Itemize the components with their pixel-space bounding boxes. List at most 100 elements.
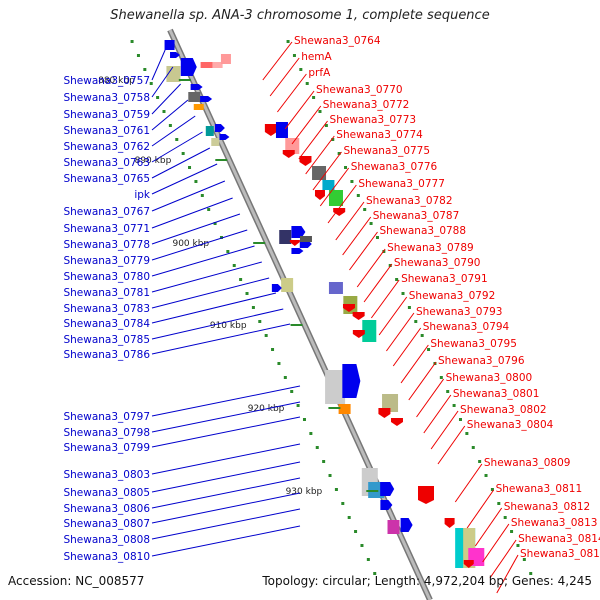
- right-gene-label: Shewana3_0804: [467, 419, 554, 431]
- gene-box-16: [275, 122, 288, 138]
- tick-dot: [354, 530, 358, 533]
- gene-box-2: [166, 66, 181, 82]
- gene-box-49: [387, 520, 400, 534]
- left-leader-line: [151, 525, 301, 557]
- right-gene-label: Shewana3_0773: [330, 114, 417, 126]
- right-leader-line: [378, 296, 408, 336]
- tick-dot: [175, 138, 179, 141]
- tick-dot: [420, 334, 424, 337]
- right-gene-label: Shewana3_0777: [358, 178, 445, 190]
- left-gene-label: Shewana3_0806: [63, 503, 150, 515]
- right-leader-line: [305, 135, 335, 175]
- left-gene-label: Shewana3_0780: [63, 271, 150, 283]
- gene-box-13: [212, 62, 223, 68]
- left-leader-line: [151, 147, 211, 179]
- tick-dot: [510, 530, 514, 533]
- left-gene-label: Shewana3_0762: [63, 141, 150, 153]
- right-gene-label: Shewana3_0772: [323, 99, 410, 111]
- gene-box-37: [362, 320, 377, 342]
- tick-dot: [446, 390, 450, 393]
- left-gene-label: Shewana3_0783: [63, 303, 150, 315]
- right-gene-label: Shewana3_0809: [484, 457, 571, 469]
- left-gene-label: Shewana3_0784: [63, 318, 150, 330]
- gene-box-5: [188, 92, 201, 102]
- tick-dot: [497, 502, 501, 505]
- tick-dot: [156, 96, 160, 99]
- tick-dot: [427, 348, 431, 351]
- right-leader-line: [335, 201, 365, 241]
- right-leader-line: [474, 507, 503, 547]
- tick-dot: [490, 488, 494, 491]
- left-gene-label: ipk: [134, 189, 151, 201]
- left-gene-label: Shewana3_0798: [63, 427, 150, 439]
- tick-dot: [309, 432, 313, 435]
- tick-dot: [213, 222, 217, 225]
- left-gene-label: Shewana3_0781: [63, 287, 150, 299]
- gene-box-21: [322, 180, 335, 190]
- tick-dot: [529, 572, 533, 575]
- right-leader-line: [482, 523, 510, 563]
- tick-dot: [162, 110, 166, 113]
- right-gene-label: Shewana3_0811: [496, 483, 583, 495]
- gene-arrow-10: [219, 134, 230, 140]
- tick-dot: [347, 516, 351, 519]
- gene-arrow-18: [282, 150, 295, 158]
- right-gene-label: Shewana3_0794: [423, 321, 510, 333]
- tick-dot: [331, 138, 335, 141]
- tick-dot: [264, 334, 268, 337]
- tick-dot: [143, 68, 147, 71]
- right-gene-label: Shewana3_0774: [336, 129, 423, 141]
- left-gene-label: Shewana3_0810: [63, 551, 150, 563]
- left-gene-label: Shewana3_0799: [63, 442, 150, 454]
- right-leader-line: [430, 410, 459, 450]
- tick-dot: [471, 446, 475, 449]
- tick-dot: [194, 180, 198, 183]
- left-leader-line: [151, 477, 301, 509]
- left-leader-line: [151, 131, 203, 163]
- left-gene-label: Shewana3_0763: [63, 157, 150, 169]
- right-gene-label: Shewana3_0792: [409, 290, 496, 302]
- gene-box-12: [200, 62, 213, 68]
- left-leader-line: [151, 180, 226, 212]
- right-leader-line: [342, 216, 372, 256]
- left-leader-line: [151, 277, 270, 309]
- gene-arrow-56: [463, 560, 474, 568]
- kbp-tick-label: 900 kbp: [172, 239, 209, 249]
- tick-dot: [312, 96, 316, 99]
- left-leader-line: [151, 66, 174, 98]
- gene-box-20: [312, 166, 327, 180]
- left-gene-label: Shewana3_0779: [63, 255, 150, 267]
- left-leader-line: [151, 461, 301, 493]
- tick-dot: [375, 236, 379, 239]
- gene-arrow-1: [170, 52, 181, 58]
- left-leader-line: [151, 323, 291, 355]
- tick-dot: [337, 152, 341, 155]
- tick-dot: [401, 292, 405, 295]
- tick-dot: [407, 306, 411, 309]
- gene-arrow-3: [180, 58, 197, 76]
- tick-dot: [458, 418, 462, 421]
- right-leader-line: [400, 344, 429, 384]
- gene-arrow-40: [342, 364, 361, 398]
- left-leader-line: [151, 261, 262, 293]
- right-gene-label: Shewana3_0775: [344, 145, 431, 157]
- gene-arrow-28: [291, 248, 304, 254]
- right-gene-label: Shewana3_0764: [294, 35, 381, 47]
- tick-dot: [516, 544, 520, 547]
- right-leader-line: [370, 279, 400, 319]
- kbp-tick-label: 930 kbp: [286, 487, 323, 497]
- gene-arrow-52: [444, 518, 455, 528]
- gene-arrow-44: [390, 418, 403, 426]
- tick-dot: [328, 474, 332, 477]
- left-gene-label: Shewana3_0759: [63, 109, 150, 121]
- left-leader-line: [151, 443, 301, 475]
- gene-arrow-6: [200, 96, 213, 102]
- right-leader-line: [269, 57, 300, 97]
- gene-box-29: [281, 278, 294, 292]
- left-gene-label: Shewana3_0797: [63, 411, 150, 423]
- gene-arrow-15: [264, 124, 277, 136]
- tick-dot: [334, 488, 338, 491]
- right-gene-label: Shewana3_0812: [504, 501, 591, 513]
- left-leader-line: [151, 245, 255, 277]
- topology-summary: Topology: circular; Length: 4,972,204 bp…: [262, 574, 592, 588]
